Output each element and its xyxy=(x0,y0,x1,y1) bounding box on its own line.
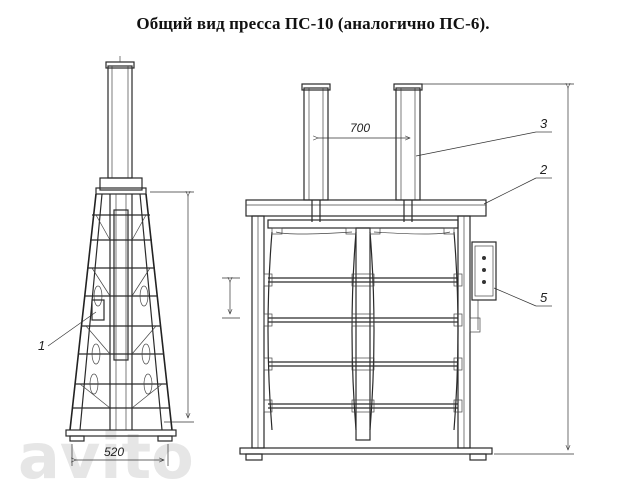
callout-5: 5 xyxy=(540,290,548,305)
dimension-spacing: 700 xyxy=(350,121,370,135)
dimension-width: 520 xyxy=(104,445,124,459)
front-view: 700 xyxy=(222,84,574,461)
side-view: 1 520 xyxy=(38,56,194,466)
callout-2: 2 xyxy=(539,162,548,177)
callout-3: 3 xyxy=(540,116,548,131)
watermark: avito xyxy=(18,420,194,493)
callout-1: 1 xyxy=(38,338,45,353)
drawing-title: Общий вид пресса ПС-10 (аналогично ПС-6)… xyxy=(136,14,490,33)
